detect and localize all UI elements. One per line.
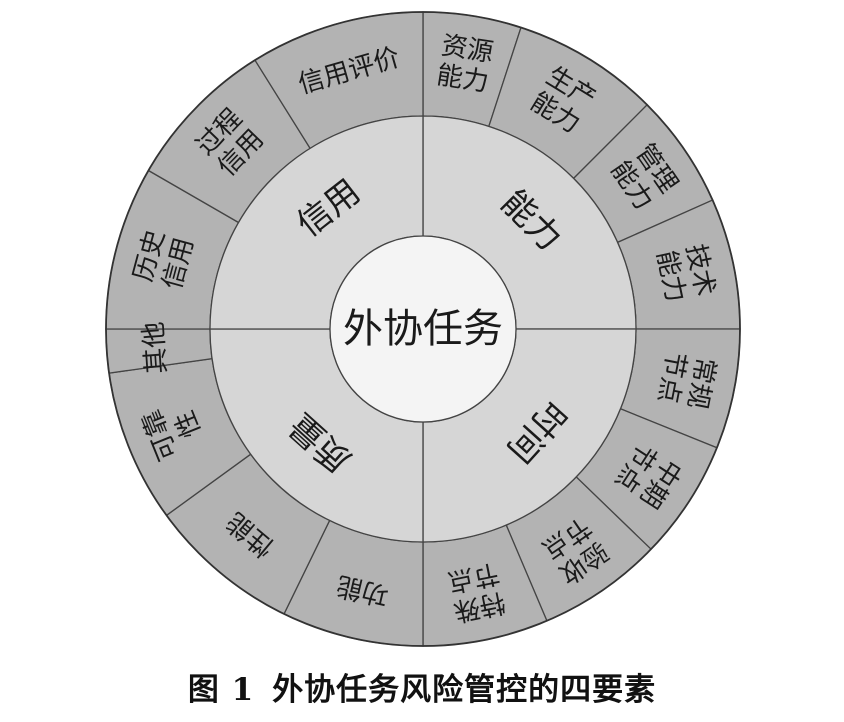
figure-title: 外协任务风险管控的四要素: [272, 672, 657, 708]
segment-layer: [105, 11, 741, 647]
outer-rim: [105, 11, 741, 647]
risk-factor-wheel: 资源能力生产能力管理能力技术能力能力常规节点中期节点验收节点特殊节点时间功能性能…: [105, 11, 741, 647]
center-label: 外协任务: [343, 306, 503, 352]
figure-number: 图 1: [187, 672, 255, 708]
figure-caption: 图 1 外协任务风险管控的四要素: [0, 664, 844, 709]
subfactor-label-line: 其他: [139, 321, 173, 375]
center-disc: [329, 235, 517, 423]
subfactor-label: 其他: [139, 321, 173, 375]
